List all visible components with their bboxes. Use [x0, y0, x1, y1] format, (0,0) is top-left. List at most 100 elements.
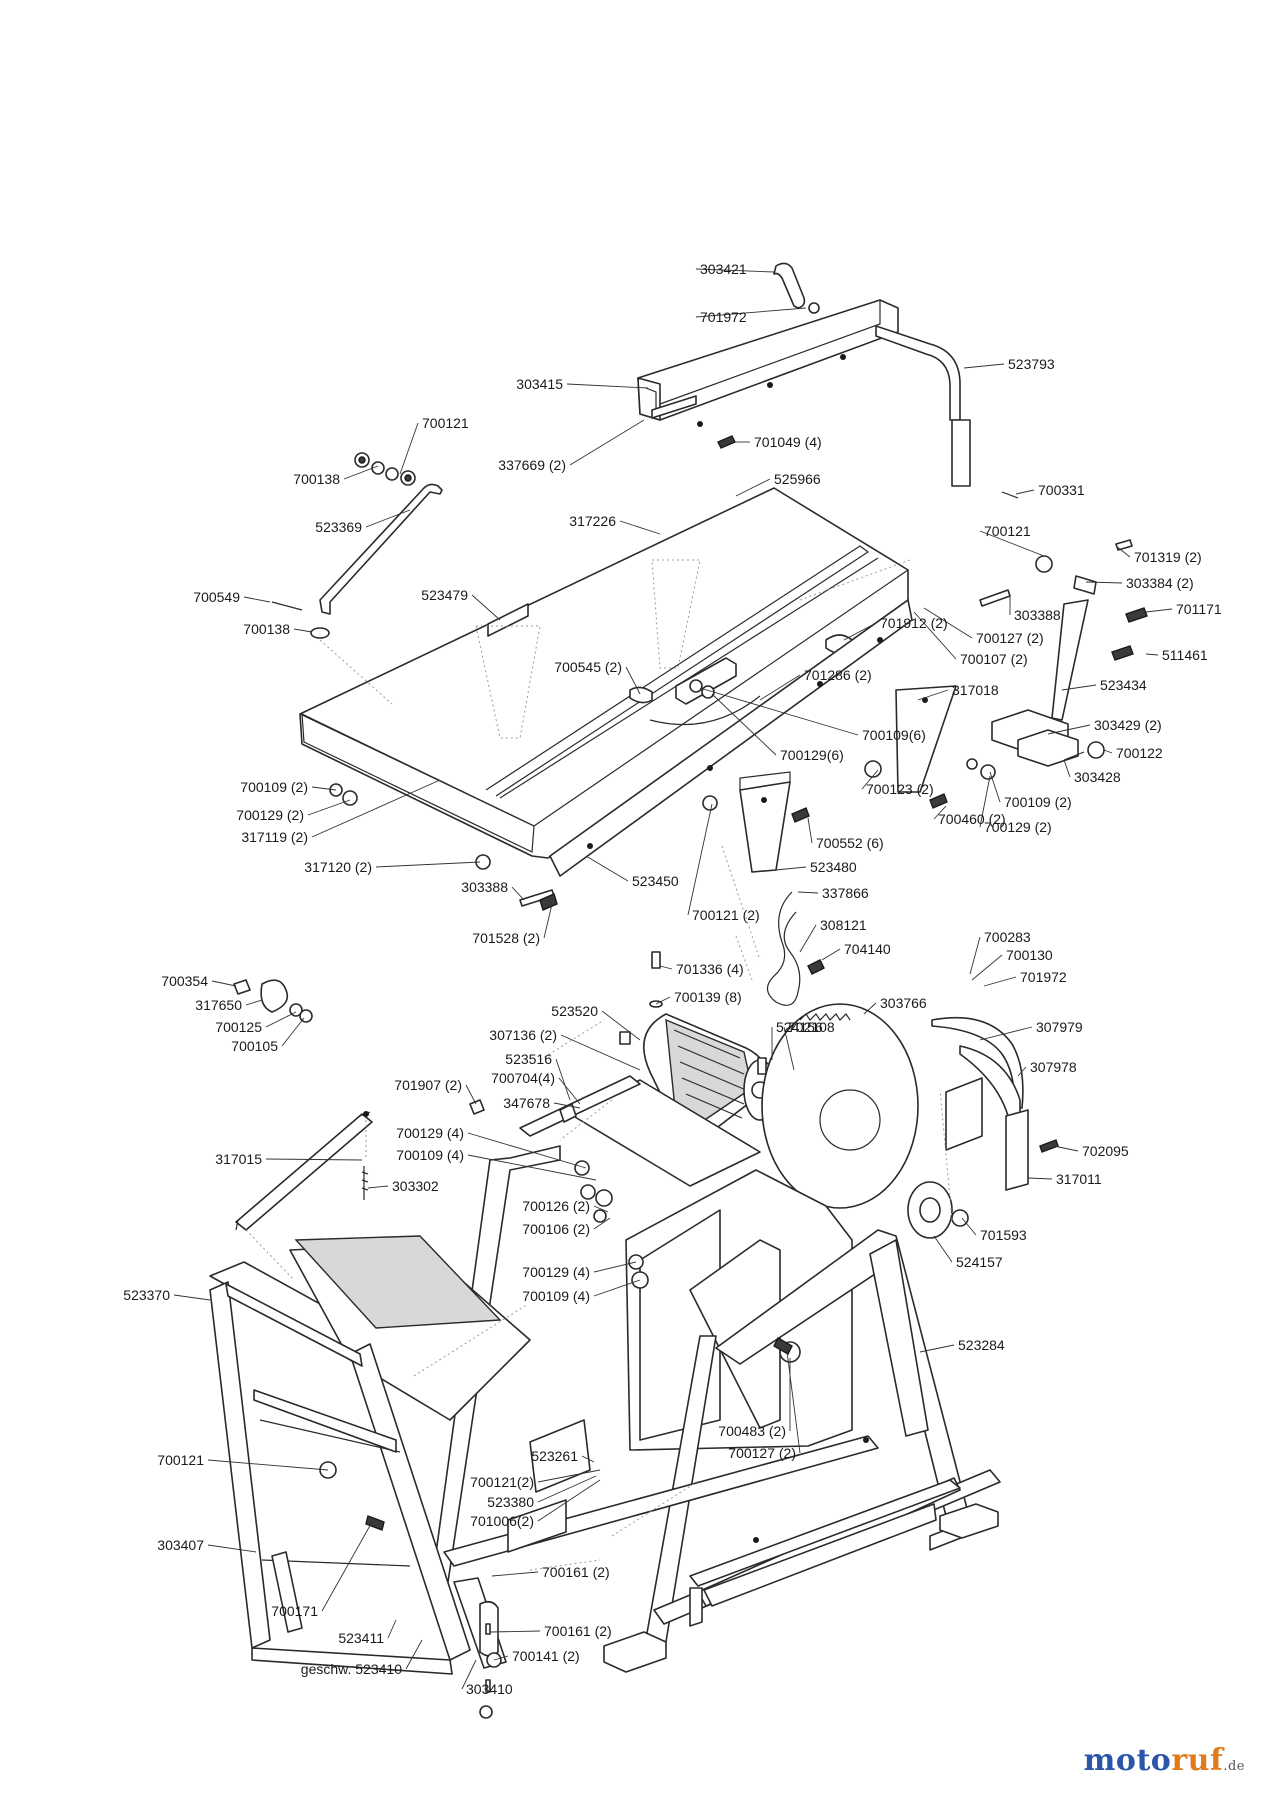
leader-line	[917, 689, 949, 701]
part-label: 700483 (2)	[718, 1423, 786, 1439]
part-label: 701286 (2)	[804, 667, 872, 683]
part-label: 303384 (2)	[1126, 575, 1194, 591]
leader-line	[687, 803, 713, 916]
leader-line	[1063, 759, 1071, 778]
part-label: 347678	[503, 1095, 550, 1111]
part-label: 700129 (4)	[522, 1264, 590, 1280]
part-label: 303428	[1074, 769, 1121, 785]
spring-cable	[766, 891, 825, 1006]
part-label: 523479	[421, 587, 468, 603]
part-label: 701006(2)	[470, 1513, 534, 1529]
part-label: 524156	[776, 1019, 823, 1035]
leader-line	[593, 1279, 641, 1297]
part-label: 523480	[810, 859, 857, 875]
leader-line	[699, 687, 859, 736]
part-label: 700105	[231, 1038, 278, 1054]
part-label: 700704(4)	[491, 1070, 555, 1086]
part-label: 700549	[193, 589, 240, 605]
part-label: 523370	[123, 1287, 170, 1303]
leader-line	[581, 1455, 595, 1463]
part-label: 700126 (2)	[522, 1198, 590, 1214]
leader-line	[211, 980, 237, 987]
part-label: 511461	[1162, 647, 1208, 663]
part-label: 700161 (2)	[544, 1623, 612, 1639]
part-label: 702108	[788, 1019, 835, 1035]
leader-line	[1027, 1177, 1053, 1180]
part-label: 700122	[1116, 745, 1163, 761]
part-label: geschw. 523410	[301, 1661, 402, 1677]
part-label: 307136 (2)	[489, 1027, 557, 1043]
part-label: 523516	[505, 1051, 552, 1067]
part-label: 523793	[1008, 356, 1055, 372]
leader-line	[625, 666, 641, 695]
leader-line	[971, 954, 1003, 981]
part-label: 700331	[1038, 482, 1085, 498]
leader-line	[989, 771, 1001, 803]
part-label: 307979	[1036, 1019, 1083, 1035]
leader-line	[558, 1077, 581, 1105]
leader-line	[1061, 684, 1097, 691]
leader-line	[983, 976, 1017, 987]
leader-line	[1115, 545, 1131, 558]
leader-line	[979, 530, 1045, 557]
part-label: 523520	[551, 1003, 598, 1019]
leader-line	[1103, 749, 1113, 754]
leader-line	[655, 996, 671, 1005]
log-cradle-frame	[209, 1111, 531, 1719]
part-label: 700129 (2)	[236, 807, 304, 823]
part-label: 303429 (2)	[1094, 717, 1162, 733]
leader-line	[265, 1011, 297, 1028]
leader-line	[537, 1479, 601, 1522]
leader-line	[560, 1034, 641, 1071]
leader-line	[807, 817, 813, 844]
leader-line	[785, 1343, 801, 1454]
part-label: 524157	[956, 1254, 1003, 1270]
part-label: 700129 (4)	[396, 1125, 464, 1141]
leader-line	[207, 1459, 329, 1471]
part-label: 523261	[531, 1448, 578, 1464]
part-label: 303388	[461, 879, 508, 895]
part-label: 337669 (2)	[498, 457, 566, 473]
leader-line	[365, 509, 411, 528]
leader-line	[367, 1185, 389, 1189]
part-label: 303415	[516, 376, 563, 392]
part-label: 700139 (8)	[674, 989, 742, 1005]
leader-line	[207, 1544, 257, 1553]
part-label: 701907 (2)	[394, 1077, 462, 1093]
leader-line	[243, 596, 271, 603]
leader-line	[311, 779, 441, 838]
part-label: 700107 (2)	[960, 651, 1028, 667]
part-label: 317018	[952, 682, 999, 698]
leader-line	[695, 268, 775, 273]
leader-line	[1047, 724, 1091, 735]
leader-line	[543, 903, 553, 939]
part-label: 700121	[984, 523, 1031, 539]
leader-line	[933, 805, 947, 820]
blade-guard	[931, 1016, 1059, 1191]
part-label: 700138	[293, 471, 340, 487]
part-label: 700121 (2)	[692, 907, 760, 923]
part-label: 523411	[338, 1630, 384, 1646]
part-label: 700127 (2)	[728, 1445, 796, 1461]
part-label: 523284	[958, 1337, 1005, 1353]
part-label: 317226	[569, 513, 616, 529]
part-label: 525966	[774, 471, 821, 487]
part-label: 700129 (2)	[984, 819, 1052, 835]
leader-line	[537, 1475, 597, 1503]
leader-line	[399, 422, 419, 475]
leader-line	[979, 775, 991, 828]
leader-line	[969, 936, 981, 975]
leader-line	[961, 1217, 977, 1236]
part-label: 700121(2)	[470, 1474, 534, 1490]
part-label: 701336 (4)	[676, 961, 744, 977]
leader-line	[797, 891, 819, 894]
part-label: 700129(6)	[780, 747, 844, 763]
part-label: 700109(6)	[862, 727, 926, 743]
part-label: 700161 (2)	[542, 1564, 610, 1580]
part-label: 701972	[700, 309, 747, 325]
leader-line	[933, 1235, 953, 1263]
part-label: 701593	[980, 1227, 1027, 1243]
part-label: 303388	[1014, 607, 1061, 623]
part-label: 317120 (2)	[304, 859, 372, 875]
